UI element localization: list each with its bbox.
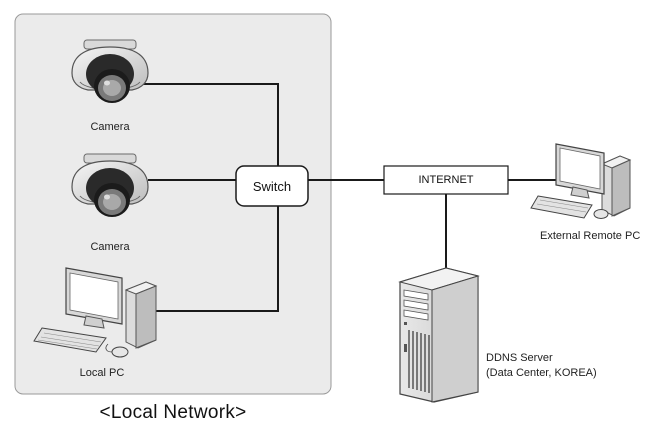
link-camera1-switch: [140, 83, 279, 166]
local-pc-label: Local PC: [79, 367, 125, 379]
internet-label: INTERNET: [418, 174, 474, 186]
switch-box: [235, 165, 309, 207]
camera-label: Camera: [90, 121, 130, 133]
camera-icon: [71, 39, 149, 103]
ddns-server-label: DDNS Server: [486, 352, 553, 364]
desktop-pc-icon: [530, 143, 632, 219]
camera-label: Camera: [90, 241, 130, 253]
ddns-server-location-label: (Data Center, KOREA): [486, 367, 597, 379]
external-remote-pc-label: External Remote PC: [540, 230, 641, 242]
connection-lines: [140, 83, 560, 312]
link-localpc-switch: [156, 206, 279, 312]
server-tower-icon: [398, 267, 480, 403]
local-network-label: <Local Network>: [99, 402, 247, 423]
camera-icon: [71, 153, 149, 217]
desktop-pc-icon: [33, 267, 158, 358]
switch-label: Switch: [252, 178, 292, 194]
internet-box: [383, 165, 509, 195]
